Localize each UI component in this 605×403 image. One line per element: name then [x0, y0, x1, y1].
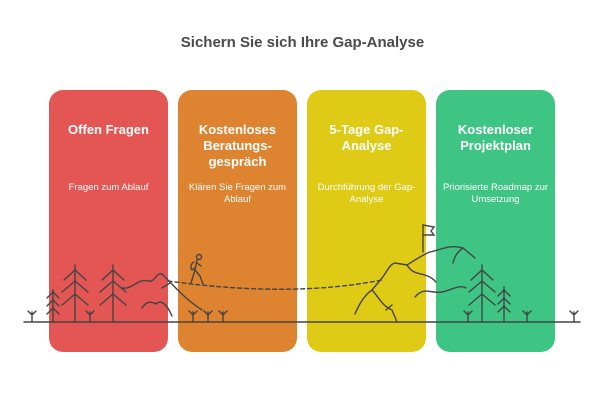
- step-card-open-questions: Offen Fragen Fragen zum Ablauf: [49, 90, 168, 352]
- page-title: Sichern Sie sich Ihre Gap-Analyse: [180, 34, 425, 51]
- tree-icon: [61, 264, 89, 323]
- tree-icon: [468, 264, 496, 323]
- step-title: 5-Tage Gap-Analyse: [329, 122, 404, 153]
- step-card-consultation: Kostenloses Beratungs-gespräch Klären Si…: [178, 90, 297, 352]
- step-description: Priorisierte Roadmap zur Umsetzung: [442, 182, 549, 205]
- step-description: Fragen zum Ablauf: [68, 182, 149, 193]
- step-title: Kostenloses Beratungs-gespräch: [198, 122, 277, 169]
- step-description: Klären Sie Fragen zum Ablauf: [188, 182, 287, 205]
- step-card-gap-analysis: 5-Tage Gap-Analyse Durchführung der Gap-…: [307, 90, 426, 352]
- tree-icon: [46, 289, 60, 323]
- tree-icon: [497, 286, 511, 323]
- tree-icon: [99, 264, 127, 323]
- left-hill-icon: [121, 273, 203, 317]
- trail-path: [167, 279, 383, 290]
- step-card-project-plan: Kostenloser Projektplan Priorisierte Roa…: [436, 90, 555, 352]
- step-description: Durchführung der Gap-Analyse: [317, 182, 416, 205]
- sprout-icons: [27, 310, 579, 323]
- hiker-icon: [190, 253, 204, 285]
- step-title: Offen Fragen: [68, 122, 149, 137]
- mountain-icon: [354, 224, 476, 323]
- step-title: Kostenloser Projektplan: [457, 122, 534, 153]
